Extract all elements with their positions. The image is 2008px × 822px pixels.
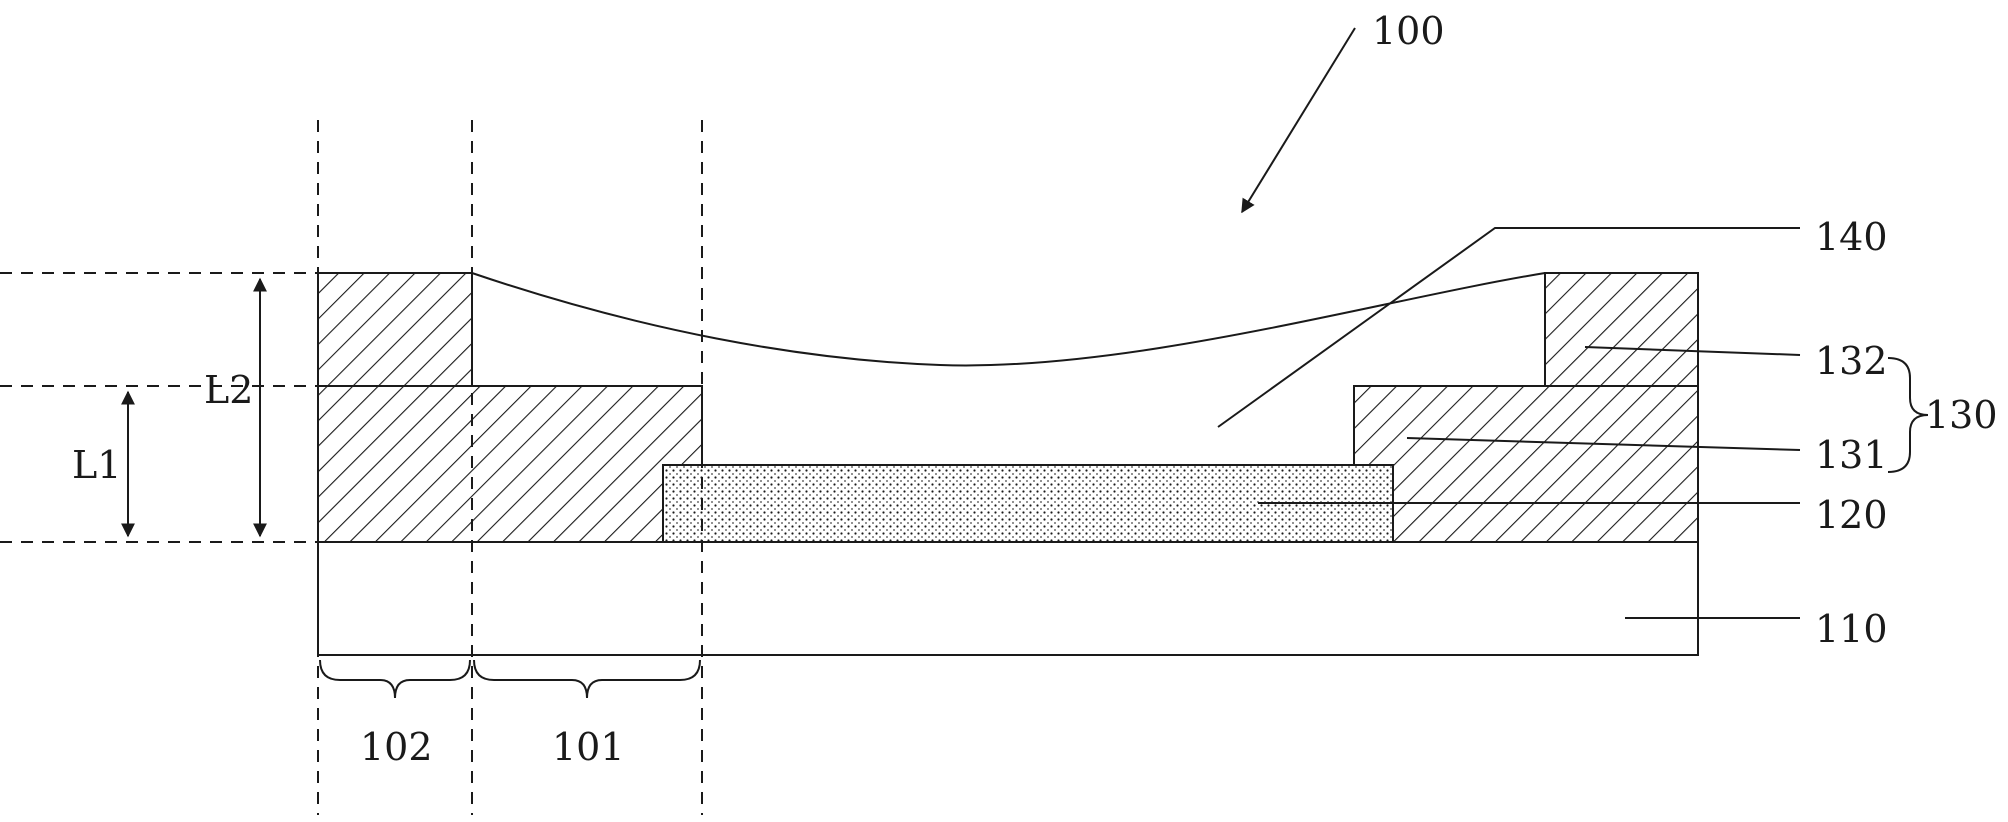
- brace-102: [319, 659, 471, 699]
- right-bank-lower-layer: [1353, 385, 1699, 543]
- layer-131-label: 131: [1815, 433, 1888, 477]
- region-101-label: 101: [552, 725, 625, 769]
- device-100-arrow: [1241, 27, 1356, 214]
- l2-label: L2: [204, 368, 253, 412]
- layer-140-label: 140: [1815, 215, 1888, 259]
- layer-120-label: 120: [1815, 493, 1888, 537]
- left-bank-lower-layer: [317, 385, 703, 543]
- brace-101: [473, 659, 701, 699]
- leader-140: [1217, 227, 1800, 428]
- right-bank-upper-layer: [1544, 272, 1699, 387]
- film-140-surface: [471, 272, 1546, 367]
- leader-132: [1584, 346, 1801, 356]
- layer-132-label: 132: [1815, 339, 1888, 383]
- leader-131: [1406, 437, 1801, 451]
- layer-130-label: 130: [1925, 393, 1998, 437]
- substrate-110: [317, 541, 1699, 656]
- device-100-label: 100: [1372, 9, 1445, 53]
- left-bank-upper-layer: [317, 272, 473, 387]
- region-102-label: 102: [360, 725, 433, 769]
- substrate-110-label: 110: [1815, 607, 1888, 651]
- l1-label: L1: [72, 443, 121, 487]
- brace-130: [1887, 357, 1929, 473]
